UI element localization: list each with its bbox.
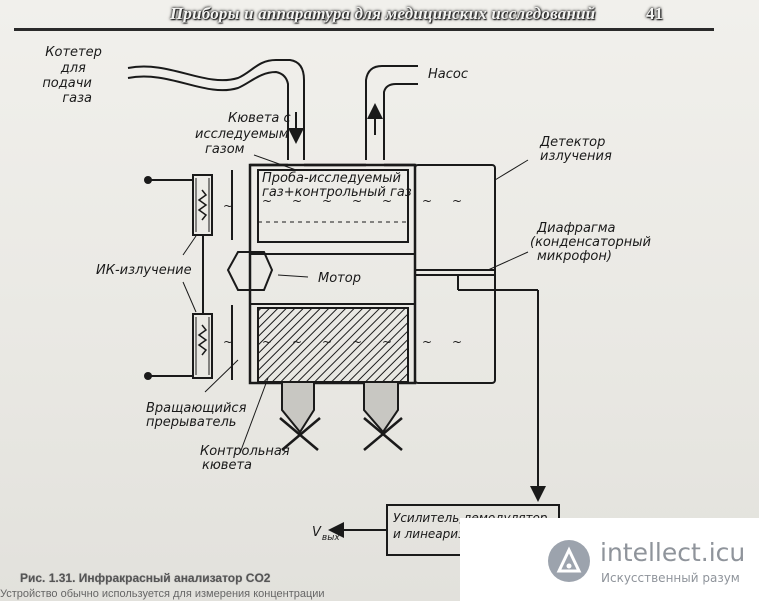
svg-text:~: ~ xyxy=(422,335,432,349)
motor xyxy=(226,251,274,291)
label-diaphragm: Диафрагма (конденсаторный микрофон) xyxy=(530,221,655,264)
svg-text:~: ~ xyxy=(422,194,432,208)
svg-text:~: ~ xyxy=(352,335,362,349)
svg-text:~: ~ xyxy=(292,335,302,349)
brain-icon xyxy=(548,540,590,582)
label-pump: Насос xyxy=(428,67,468,82)
svg-text:~: ~ xyxy=(452,194,462,208)
label-sample: Проба-исследуемый газ+контрольный газ xyxy=(262,171,412,200)
watermark-title: intellect.icu xyxy=(600,538,746,567)
nozzle-left xyxy=(281,383,315,434)
svg-text:~: ~ xyxy=(262,194,272,208)
label-catheter: Котетер для подачи газа xyxy=(42,45,106,106)
svg-text:~: ~ xyxy=(352,194,362,208)
terminal-top xyxy=(144,176,152,184)
label-motor: Мотор xyxy=(318,271,361,286)
svg-text:~: ~ xyxy=(382,335,392,349)
svg-text:~: ~ xyxy=(223,199,233,213)
catheter-tube xyxy=(127,59,305,160)
header-rule xyxy=(14,28,714,31)
label-detector: Детектор излучения xyxy=(539,135,612,164)
figure-caption: Рис. 1.31. Инфракрасный анализатор CO2 xyxy=(20,571,271,585)
terminal-bottom xyxy=(144,372,152,380)
running-head: Приборы и аппаратура для медицинских исс… xyxy=(170,4,596,23)
watermark: intellect.icu Искусственный разум xyxy=(460,518,759,601)
label-chopper: Вращающийся прерыватель xyxy=(146,401,251,430)
label-cuvette: Кювета с исследуемым газом xyxy=(195,111,295,157)
label-ir: ИК-излучение xyxy=(96,263,192,278)
pump-tube xyxy=(365,65,418,160)
svg-text:~: ~ xyxy=(292,194,302,208)
sample-cuvette xyxy=(257,169,409,243)
svg-text:~: ~ xyxy=(322,335,332,349)
label-vout: Vвых xyxy=(312,525,340,543)
page-header: Приборы и аппаратура для медицинских исс… xyxy=(160,2,700,26)
svg-text:~: ~ xyxy=(223,335,233,349)
label-control-cuvette: Контрольная кювета xyxy=(200,444,294,473)
watermark-subtitle: Искусственный разум xyxy=(601,571,740,585)
control-cuvette xyxy=(257,307,409,383)
svg-text:~: ~ xyxy=(322,194,332,208)
svg-text:~: ~ xyxy=(452,335,462,349)
body-text-line: Устройство обычно используется для измер… xyxy=(0,588,325,600)
page-number: 41 xyxy=(646,4,663,23)
nozzle-right xyxy=(363,383,399,434)
svg-text:~: ~ xyxy=(382,194,392,208)
svg-text:~: ~ xyxy=(262,335,272,349)
